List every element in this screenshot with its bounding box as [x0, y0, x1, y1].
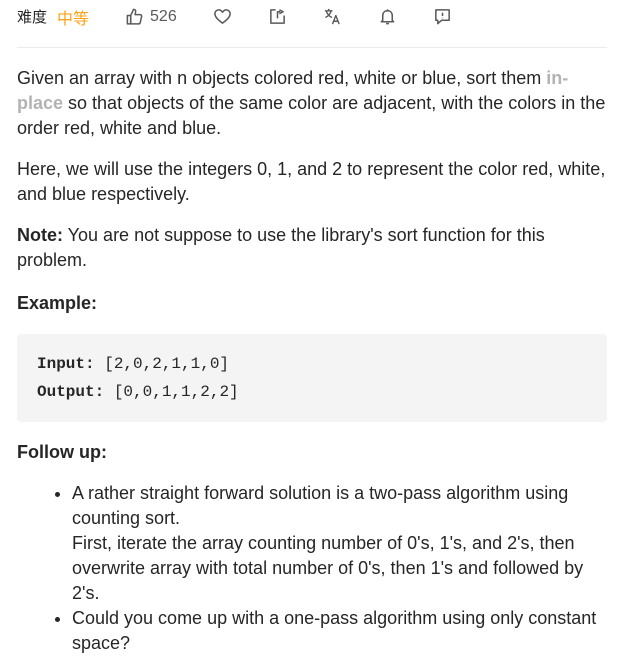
share-icon	[268, 7, 287, 26]
output-value: [0,0,1,1,2,2]	[104, 383, 239, 401]
translate-icon	[323, 7, 342, 26]
output-label: Output:	[37, 383, 105, 401]
difficulty-value: 中等	[57, 10, 90, 28]
note-text: You are not suppose to use the library's…	[17, 225, 545, 270]
bullet-1-line-1: A rather straight forward solution is a …	[72, 483, 569, 528]
output-line: Output: [0,0,1,1,2,2]	[37, 378, 587, 406]
description-paragraph-1: Given an array with n objects colored re…	[17, 66, 607, 141]
description-text: Given an array with n objects colored re…	[17, 68, 547, 88]
feedback-icon	[433, 7, 452, 26]
bell-icon	[378, 7, 397, 26]
notification-button[interactable]	[378, 7, 397, 26]
input-label: Input:	[37, 355, 95, 373]
share-button[interactable]	[268, 7, 287, 26]
favorite-button[interactable]	[213, 7, 232, 26]
note-paragraph: Note: You are not suppose to use the lib…	[17, 223, 607, 273]
example-heading: Example:	[17, 293, 98, 313]
heart-icon	[213, 7, 232, 26]
list-item: A rather straight forward solution is a …	[72, 481, 607, 606]
input-line: Input: [2,0,2,1,1,0]	[37, 350, 587, 378]
input-value: [2,0,2,1,1,0]	[94, 355, 230, 373]
feedback-button[interactable]	[433, 7, 452, 26]
like-button[interactable]: 526	[125, 7, 177, 26]
thumbs-up-icon	[125, 7, 144, 26]
bullet-1-line-2: First, iterate the array counting number…	[72, 533, 584, 603]
note-label: Note:	[17, 225, 63, 245]
follow-up-list: A rather straight forward solution is a …	[17, 481, 607, 656]
follow-up-heading: Follow up:	[17, 442, 107, 462]
in-place-highlight: in-place	[17, 68, 569, 113]
like-count: 526	[150, 7, 177, 25]
list-item: Could you come up with a one-pass algori…	[72, 606, 607, 656]
description-text: so that objects of the same color are ad…	[17, 93, 606, 138]
bullet-2-text: Could you come up with a one-pass algori…	[72, 608, 597, 653]
problem-description: Given an array with n objects colored re…	[17, 66, 607, 656]
difficulty-label: 难度	[17, 9, 48, 26]
problem-toolbar: 难度 中等 526	[17, 0, 607, 48]
description-paragraph-2: Here, we will use the integers 0, 1, and…	[17, 159, 606, 204]
example-code-block: Input: [2,0,2,1,1,0] Output: [0,0,1,1,2,…	[17, 334, 607, 422]
translate-button[interactable]	[323, 7, 342, 26]
